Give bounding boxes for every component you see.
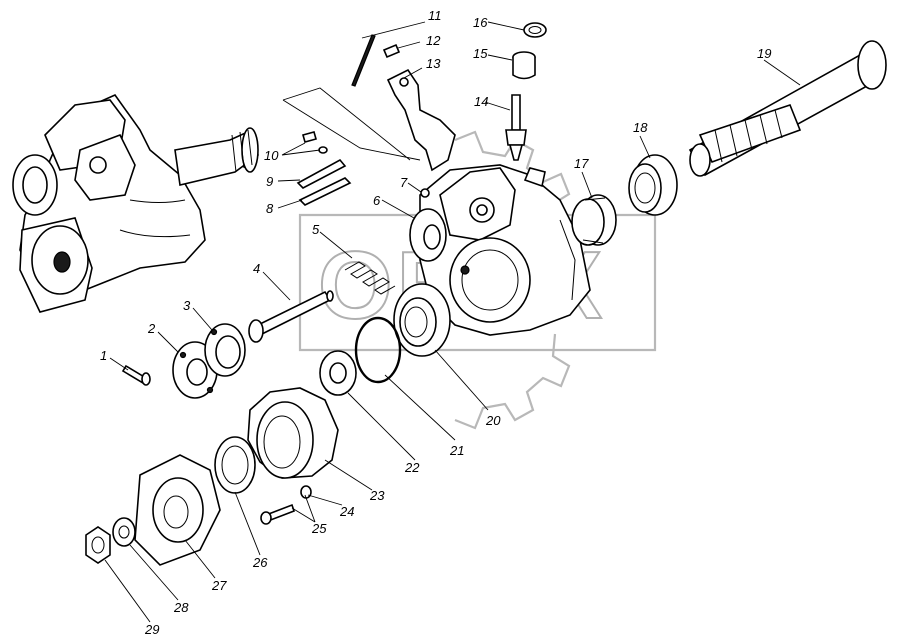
- callout-18: 18: [633, 120, 648, 135]
- callout-16: 16: [473, 15, 488, 30]
- callout-23: 23: [369, 488, 385, 503]
- part-17-gear-ring: [571, 194, 617, 246]
- callout-13: 13: [426, 56, 441, 71]
- part-12-screw: [382, 43, 401, 59]
- part-24-washer: [300, 485, 312, 499]
- callout-1: 1: [100, 348, 107, 363]
- part-19-shaft: [688, 40, 887, 177]
- callout-29: 29: [144, 622, 159, 637]
- part-22-spacer: [319, 350, 357, 396]
- assembled-unit: [12, 94, 259, 313]
- part-15-bushing: [512, 51, 536, 80]
- callout-11: 11: [428, 8, 442, 23]
- part-7-nut: [420, 188, 430, 198]
- callout-21: 21: [449, 443, 464, 458]
- callout-14: 14: [474, 94, 488, 109]
- part-28-washer: [112, 517, 136, 547]
- callout-5: 5: [312, 222, 320, 237]
- callout-4: 4: [253, 261, 260, 276]
- callout-24: 24: [339, 504, 354, 519]
- callouts: 1 2 3 4 5 6 7 8 9 10 11 12 13 14 15 16 1…: [100, 8, 771, 637]
- part-6-flange: [409, 208, 447, 262]
- callout-17: 17: [574, 156, 589, 171]
- part-9-plate: [296, 158, 347, 189]
- callout-22: 22: [404, 460, 420, 475]
- part-3-cover: [204, 323, 246, 377]
- callout-20: 20: [485, 413, 501, 428]
- part-11-pin: [351, 34, 376, 87]
- callout-28: 28: [173, 600, 189, 615]
- leader-lines: [104, 21, 801, 623]
- part-5-spring: [344, 261, 396, 295]
- callout-19: 19: [757, 46, 771, 61]
- part-16-washer: [523, 22, 547, 38]
- callout-10: 10: [264, 148, 279, 163]
- callout-7: 7: [400, 175, 408, 190]
- callout-6: 6: [373, 193, 381, 208]
- callout-3: 3: [183, 298, 191, 313]
- callout-9: 9: [266, 174, 273, 189]
- part-27-flange: [134, 454, 221, 566]
- part-14-sensor: [505, 94, 527, 161]
- callout-2: 2: [147, 321, 156, 336]
- part-4-shaft: [248, 290, 334, 343]
- callout-15: 15: [473, 46, 488, 61]
- part-18-bearing: [628, 154, 678, 216]
- part-13-fork: [386, 68, 456, 172]
- part-23-cover: [247, 387, 339, 479]
- callout-12: 12: [426, 33, 441, 48]
- callout-26: 26: [252, 555, 268, 570]
- part-8-plate: [298, 177, 352, 206]
- part-26-seal: [214, 436, 256, 494]
- part-21-snap-ring: [354, 316, 402, 384]
- callout-25: 25: [311, 521, 327, 536]
- part-25-bolt: [260, 503, 296, 525]
- part-1-bolt: [121, 364, 151, 386]
- part-10-screws: [302, 131, 328, 154]
- part-20-ball-bearing: [393, 283, 451, 357]
- callout-8: 8: [266, 201, 274, 216]
- callout-27: 27: [211, 578, 227, 593]
- part-29-nut: [85, 526, 111, 564]
